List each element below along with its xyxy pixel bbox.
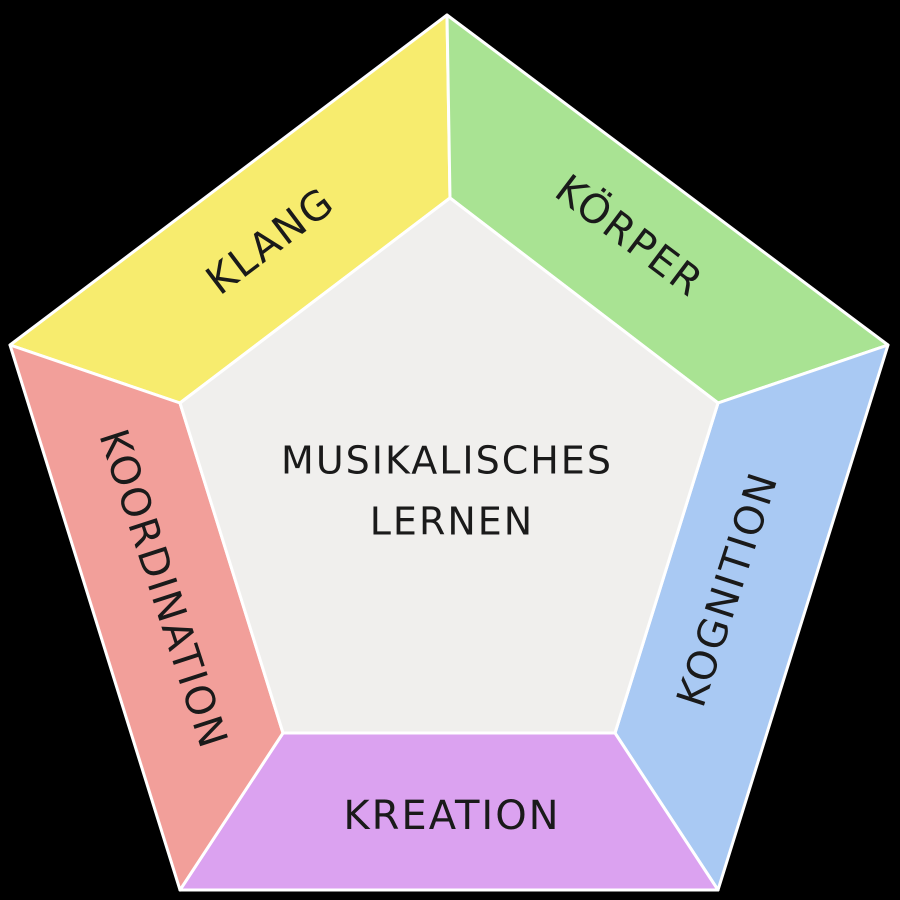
center-pentagon [178, 196, 720, 735]
center-title-line1: MUSIKALISCHES [281, 439, 613, 483]
label-kreation: KREATION [343, 793, 560, 839]
center-title-line2: LERNEN [370, 500, 534, 544]
